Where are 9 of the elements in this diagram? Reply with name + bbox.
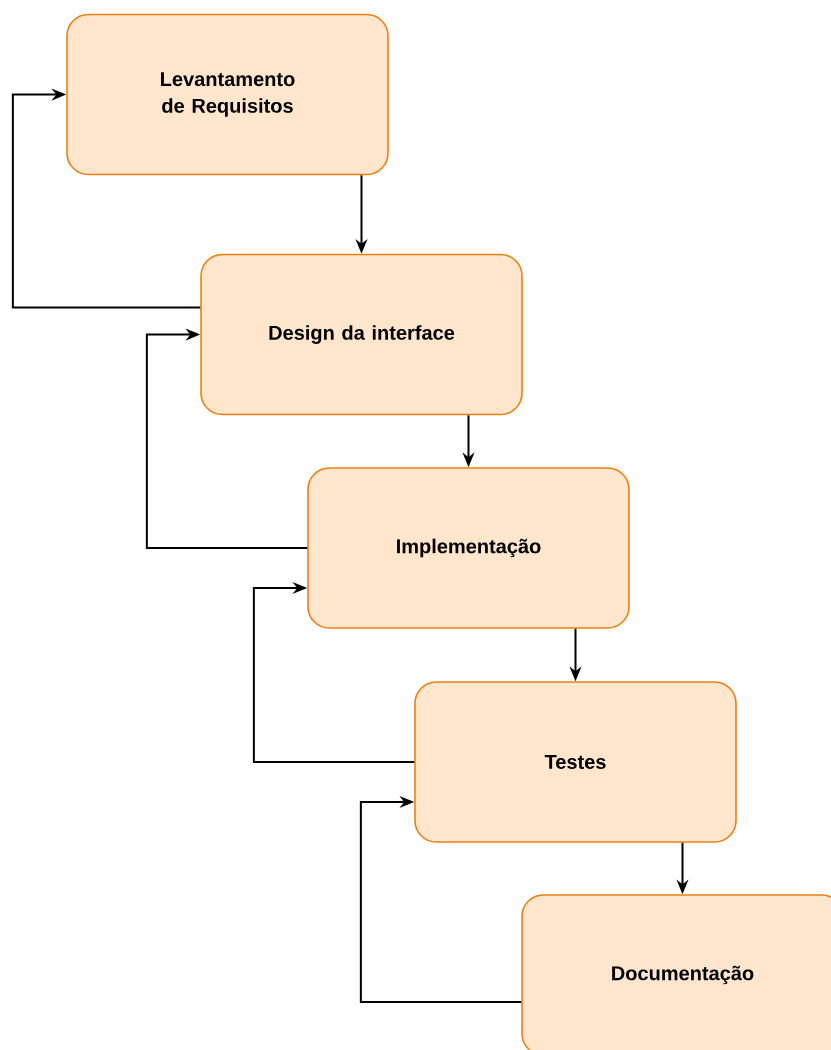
process-box: Testes bbox=[414, 681, 737, 843]
process-box: Levantamento de Requisitos bbox=[66, 13, 389, 176]
arrow bbox=[11, 88, 202, 309]
process-box: Implementação bbox=[307, 467, 630, 629]
arrow bbox=[359, 795, 523, 1003]
arrow bbox=[252, 581, 416, 763]
process-box: Documentação bbox=[521, 894, 831, 1050]
arrow bbox=[145, 328, 309, 549]
process-box: Design da interface bbox=[200, 253, 523, 416]
